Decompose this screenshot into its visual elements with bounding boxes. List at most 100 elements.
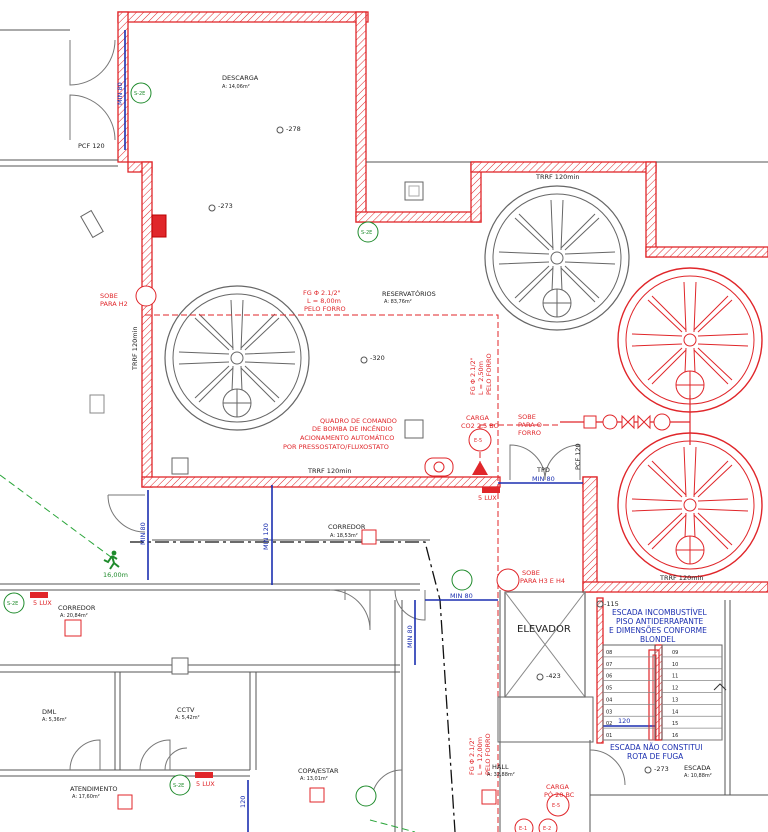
sobe-forro-line1: SOBE [518,413,536,421]
stair-number-left: 06 [606,674,612,680]
elevator-shaft [497,591,594,743]
room-name-reservatorios: RESERVATÓRIOS [382,289,436,298]
stair-number-right: 15 [672,721,678,727]
door-tpd: TPD [536,466,550,474]
stair-number-right: 12 [672,686,678,692]
stair-number-right: 14 [672,709,678,715]
stair-number-right: 09 [672,650,678,656]
reservoir-tank-red-1 [617,267,763,413]
escape-routes [0,474,456,832]
escada-inc-line2: PISO ANTIDERRAPANTE [616,617,703,626]
doors [69,39,626,801]
symbol-s2e-d: S-2E [173,783,184,789]
room-area-corredor-upper: A: 18,53m² [330,533,358,539]
min80-c: MIN 80 [532,475,555,483]
reservoir-tank-gray-1 [164,285,310,431]
room-area-cctv: A: 5,42m² [175,715,200,721]
stair-number-left: 08 [606,650,612,656]
room-area-dml: A: 5,36m² [42,717,67,723]
fg1-line3: PELO FORRO [304,305,346,313]
room-area-atendimento: A: 17,60m² [72,794,100,800]
stair-number-left: 02 [606,721,612,727]
room-name-descarga: DESCARGA [222,74,259,82]
min80-e: MIN 80 [406,625,414,648]
symbol-s2e-c: S-2E [7,601,18,607]
reservoir-tank-gray-2 [484,185,630,331]
fire-rated-walls [117,11,768,744]
fg2-line1: FG Φ 2.1/2" [469,357,477,395]
dimension-lines [124,30,655,832]
symbol-e1: E-1 [519,826,527,832]
lux-c: 5 LUX [196,780,215,788]
carga1-line2: CO2 2,5 BC [461,422,499,430]
min80-b: MIN 80 [139,522,147,545]
sobe-forro-line3: FORRO [518,429,541,437]
sobe-h2-line1: SOBE [100,292,118,300]
equipment [30,181,727,810]
quadro-line3: ACIONAMENTO AUTOMÁTICO [300,433,394,442]
room-name-escada: ESCADA [684,764,711,772]
stair-number-left: 05 [606,686,612,692]
fg3-line1: FG Φ 2.1/2" [468,737,476,775]
level-273-a: -273 [218,202,233,210]
level-273-b: -273 [654,765,669,773]
stair-number-right: 16 [672,733,678,739]
room-name-copa: COPA/ESTAR [298,767,339,775]
stair-number-left: 01 [606,733,612,739]
carga2-line1: CARGA [546,783,570,791]
room-area-descarga: A: 14,06m² [222,84,250,90]
level-markers [208,126,652,774]
escada-inc-line4: BLONDEL [640,635,676,644]
carga2-line2: PÓ 20 BC [544,790,575,799]
quadro-line1: QUADRO DE COMANDO [320,417,397,425]
symbol-e2: E-2 [543,826,551,832]
room-name-corredor-upper: CORREDOR [328,523,366,531]
stair-number-left: 07 [606,662,612,668]
fg3-line2: L = 12,00m [476,737,484,775]
sobe-forro-line2: PARA O [518,421,542,429]
fg2-line3: PELO FORRO [485,353,493,395]
carga1-line1: CARGA [466,414,490,422]
stair-number-left: 04 [606,697,612,703]
fg2-line2: L = 2,50m [477,361,485,395]
room-name-elevador: ELEVADOR [517,624,571,635]
dim-120-c: 120 [239,796,247,808]
symbol-e5-b: E-5 [552,803,560,809]
sobe-h3-line1: SOBE [522,569,540,577]
room-name-dml: DML [42,708,57,716]
escada-nao-line1: ESCADA NÃO CONSTITUI [610,743,703,752]
level-423: -423 [546,672,561,680]
lux-a: 5 LUX [33,599,52,607]
pcf-right: PCF 120 [574,443,582,470]
quadro-line2: DE BOMBA DE INCÊNDIO [312,424,393,433]
sobe-h3-line2: PARA H3 E H4 [520,577,565,585]
route-distance: 16,00m [103,571,128,579]
level-320: -320 [370,354,385,362]
room-name-hall: HALL [492,763,509,771]
lux-b: 5 LUX [478,494,497,502]
room-area-reservatorios: A: 83,76m² [384,299,412,305]
safety-symbols [3,82,570,832]
escada-nao-line2: ROTA DE FUGA [627,752,684,761]
dim-120-b: 120 [618,717,630,725]
level-115: -115 [604,600,619,608]
escada-inc-line1: ESCADA INCOMBUSTÍVEL [612,608,708,617]
fg1-line2: L = 8,00m [307,297,341,305]
building-lines [0,29,768,832]
symbol-e5-a: E-5 [474,438,482,444]
sobe-h2-line2: PARA H2 [100,300,128,308]
trrf-right: TRRF 120min [659,574,703,582]
min80-d: MIN 80 [450,592,473,600]
dim-120-a: MIN 120 [262,523,270,550]
labels: DESCARGA A: 14,06m² RESERVATÓRIOS A: 83,… [7,74,712,832]
level-278: -278 [286,125,301,133]
symbol-s2e-b: S-2E [361,230,372,236]
fire-pipes [145,314,691,832]
fg1-line1: FG Φ 2.1/2" [303,289,341,297]
room-area-corredor-lower: A: 20,84m² [60,613,88,619]
pcf-top: PCF 120 [78,142,105,150]
escada-inc-line3: E DIMENSÕES CONFORME [609,626,707,635]
stair-number-right: 10 [672,662,678,668]
